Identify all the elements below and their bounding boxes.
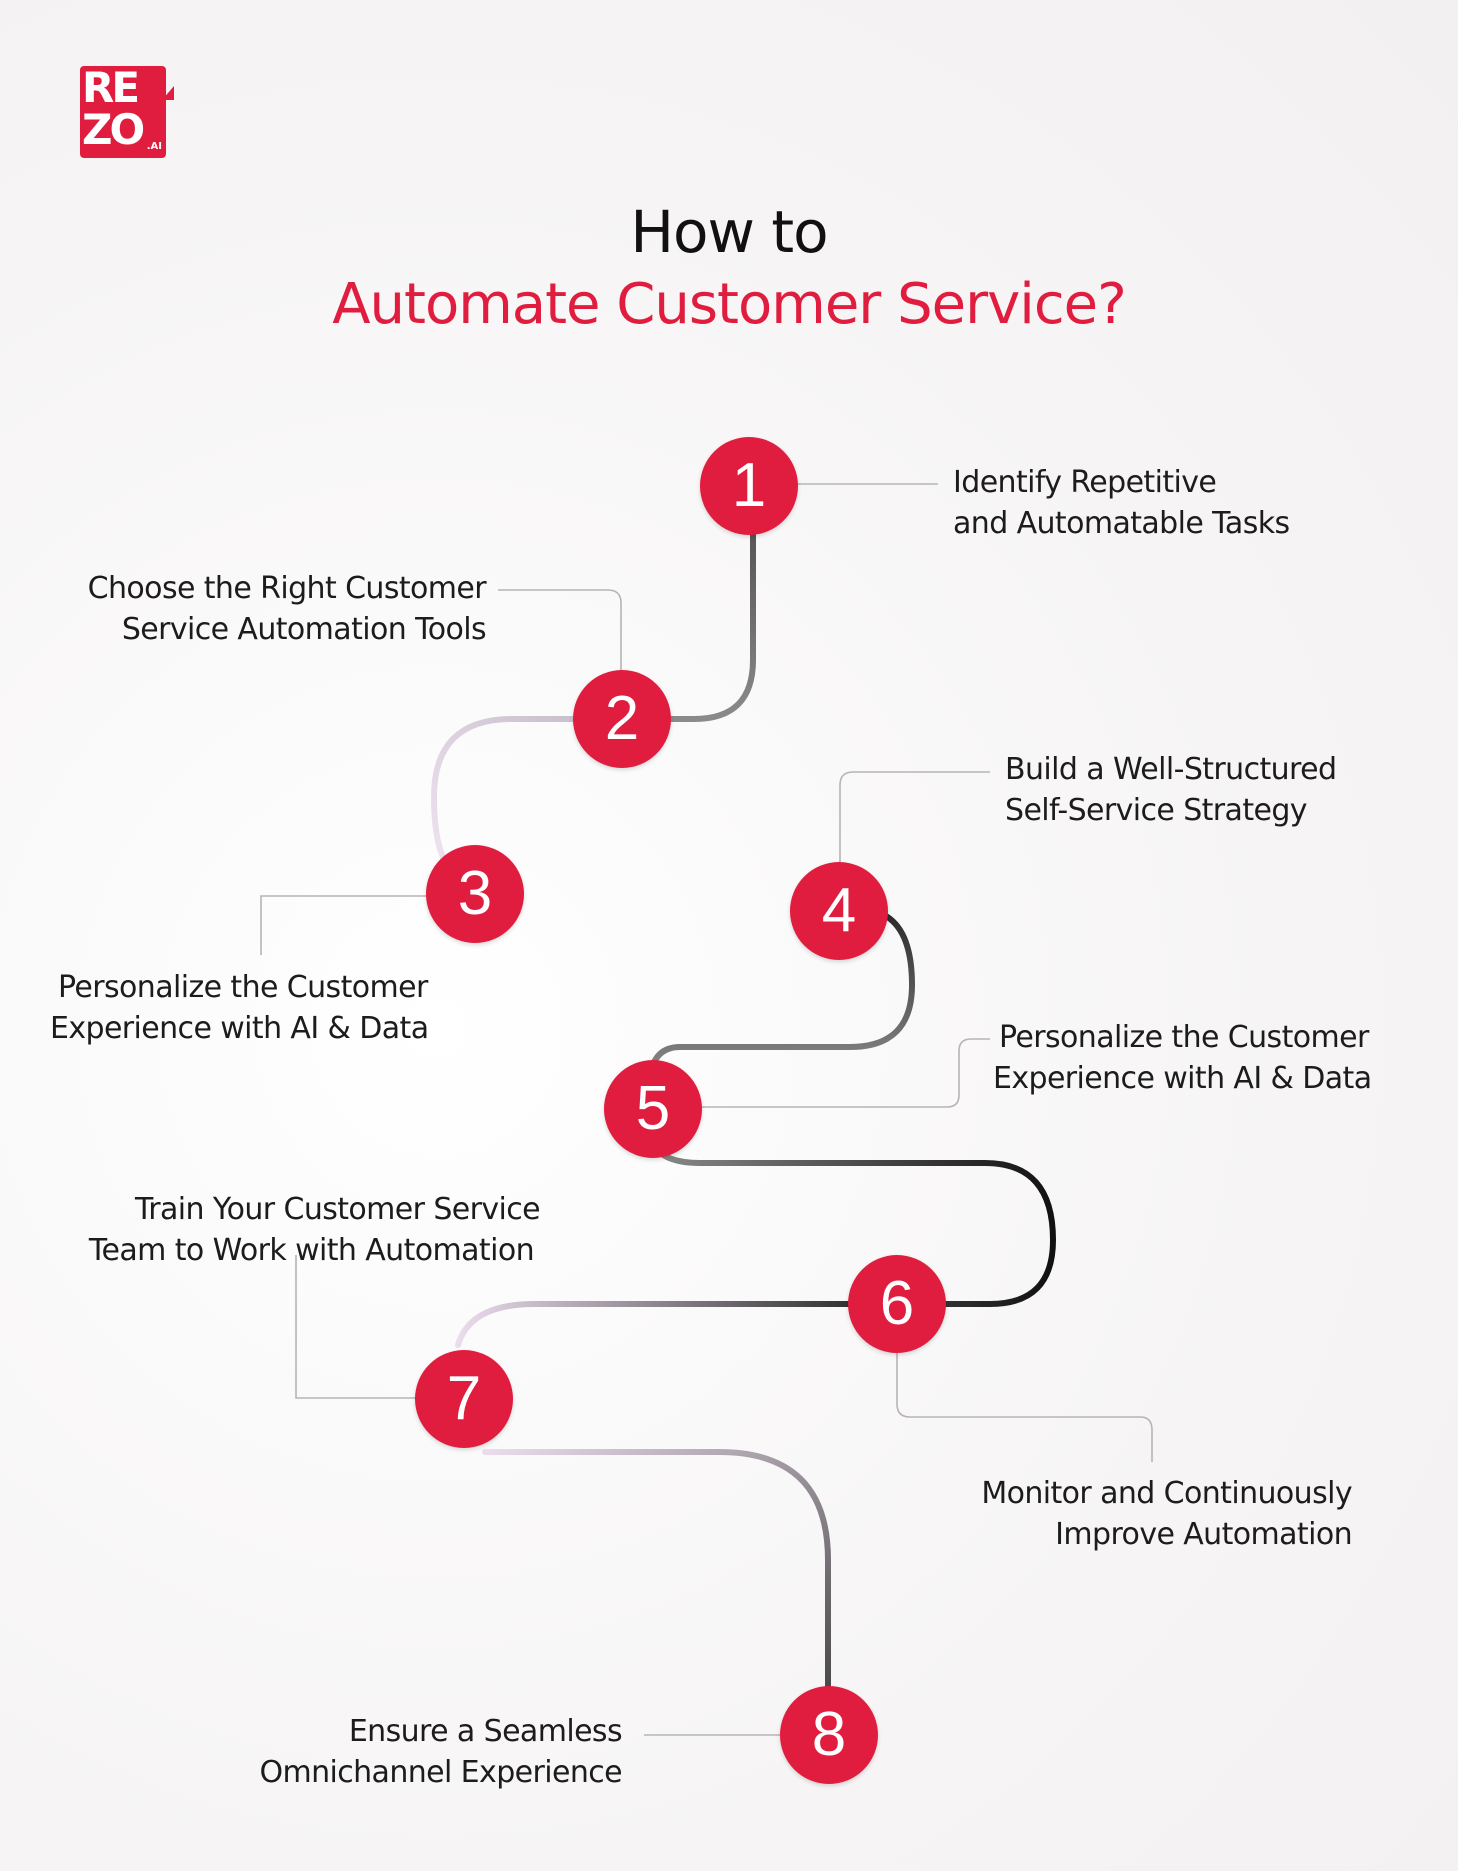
logo-text-zo: ZO xyxy=(82,105,145,154)
step-1-label-line1: Identify Repetitive xyxy=(953,465,1217,500)
step-4-number-badge: 4 xyxy=(790,862,888,960)
path-segment-1-2 xyxy=(616,527,756,722)
step-8-number-badge: 8 xyxy=(780,1686,878,1784)
step-7-label: Monitor and Continuously Improve Automat… xyxy=(940,1473,1352,1555)
path-segment-6-7 xyxy=(455,1301,851,1348)
connector-2 xyxy=(498,589,622,671)
logo-roof-shape xyxy=(162,86,174,100)
step-6-label-line2: Team to Work with Automation xyxy=(88,1233,535,1268)
step-4-label: Build a Well-Structured Self-Service Str… xyxy=(1005,749,1337,831)
step-5-number-badge: 5 xyxy=(604,1060,702,1158)
step-2-label: Choose the Right Customer Service Automa… xyxy=(40,568,487,650)
rezo-ai-logo: RE ZO .AI xyxy=(80,63,174,158)
page-title-line1: How to xyxy=(630,198,828,266)
step-8-label: Ensure a Seamless Omnichannel Experience xyxy=(200,1711,622,1793)
step-3-label: Personalize the Customer Experience with… xyxy=(50,967,429,1049)
step-4-label-line2: Self-Service Strategy xyxy=(1005,793,1308,828)
step-2-label-line2: Service Automation Tools xyxy=(121,612,487,647)
connector-7 xyxy=(295,1255,416,1399)
step-2-number-badge: 2 xyxy=(573,670,671,768)
step-5-label: Personalize the Customer Experience with… xyxy=(993,1017,1372,1099)
path-segment-5-6 xyxy=(647,1137,1057,1307)
step-6-label: Train Your Customer Service Team to Work… xyxy=(40,1189,541,1271)
step-7-number-badge: 7 xyxy=(415,1350,513,1448)
connector-6 xyxy=(896,1353,1153,1462)
path-segment-7-8 xyxy=(482,1449,831,1691)
path-segment-4-5 xyxy=(647,910,916,1078)
step-5-label-line2: Experience with AI & Data xyxy=(993,1061,1372,1096)
step-3-label-line2: Experience with AI & Data xyxy=(50,1011,429,1046)
connector-4 xyxy=(839,771,990,865)
step-3-number-badge: 3 xyxy=(426,845,524,943)
step-6-label-line1: Train Your Customer Service xyxy=(134,1192,541,1227)
step-8-label-line1: Ensure a Seamless xyxy=(348,1714,623,1749)
step-5-label-line1: Personalize the Customer xyxy=(999,1020,1369,1055)
step-1-label-line2: and Automatable Tasks xyxy=(953,506,1290,541)
connector-5 xyxy=(698,1038,990,1108)
step-3-label-line1: Personalize the Customer xyxy=(58,970,428,1005)
step-2-label-line1: Choose the Right Customer xyxy=(87,571,487,606)
page-title-line2: Automate Customer Service? xyxy=(332,272,1127,337)
logo-text-re: RE xyxy=(82,63,140,112)
step-7-label-line1: Monitor and Continuously xyxy=(981,1476,1352,1511)
step-8-label-line2: Omnichannel Experience xyxy=(259,1755,622,1790)
logo-text-ai: .AI xyxy=(146,141,162,152)
connector-3 xyxy=(260,895,428,955)
step-6-number-badge: 6 xyxy=(848,1255,946,1353)
step-1-label: Identify Repetitive and Automatable Task… xyxy=(953,462,1290,544)
step-1-number-badge: 1 xyxy=(700,437,798,535)
step-7-label-line2: Improve Automation xyxy=(1055,1517,1352,1552)
step-4-label-line1: Build a Well-Structured xyxy=(1005,752,1337,787)
